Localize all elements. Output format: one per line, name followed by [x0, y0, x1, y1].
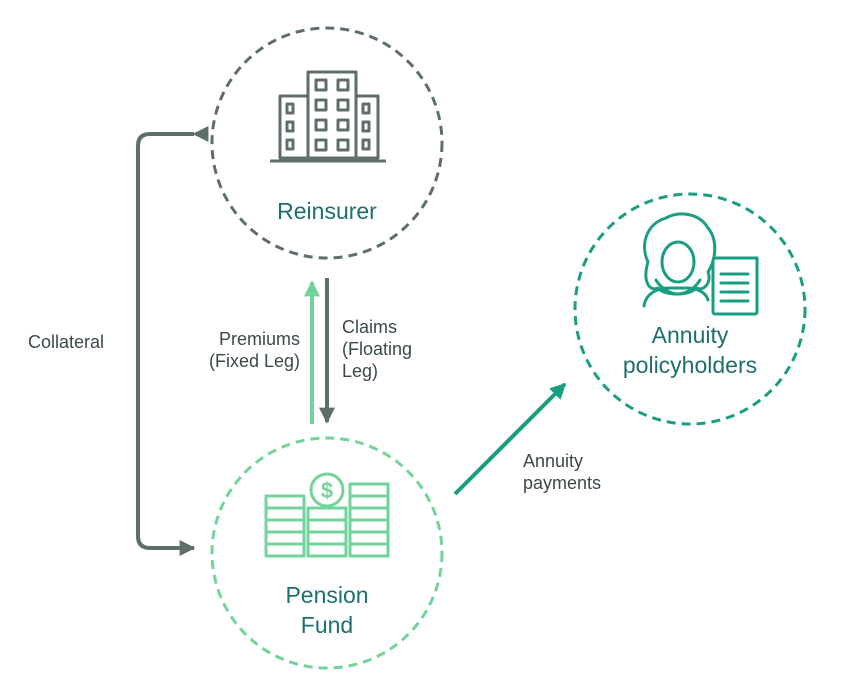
annuity-policyholders-circle [573, 192, 807, 426]
annuity-payments-line1: Annuity [523, 451, 584, 471]
claims-label: Claims (Floating Leg) [342, 316, 412, 382]
annuity-payments-label: Annuity payments [523, 450, 601, 494]
claims-line3: Leg) [342, 361, 379, 381]
reinsurer-label-text: Reinsurer [277, 198, 377, 224]
reinsurer-label: Reinsurer [227, 196, 427, 226]
person-with-document-icon [642, 212, 759, 316]
annuity-policyholders-label-line1: Annuity [651, 322, 729, 348]
collateral-label: Collateral [28, 331, 104, 353]
premiums-line1: Premiums [218, 329, 300, 349]
annuity-payments-line2: payments [523, 473, 602, 493]
pension-fund-label: Pension Fund [227, 580, 427, 640]
annuity-payments-arrow [453, 382, 567, 496]
dollar-coin-stacks-icon: $ [264, 472, 390, 558]
annuity-policyholders-label: Annuity policyholders [580, 320, 800, 380]
collateral-arrow [136, 126, 209, 556]
annuity-policyholders-label-line2: policyholders [622, 352, 758, 378]
collateral-text: Collateral [28, 332, 105, 352]
premiums-label: Premiums (Fixed Leg) [178, 328, 300, 372]
svg-text:$: $ [321, 478, 333, 503]
pension-fund-label-line1: Pension [285, 582, 369, 608]
office-building-icon [270, 70, 386, 163]
reinsurer-circle [210, 26, 444, 260]
claims-line2: (Floating [342, 339, 413, 359]
premiums-line2: (Fixed Leg) [208, 351, 300, 371]
claims-line1: Claims [342, 317, 398, 337]
pension-fund-label-line2: Fund [300, 612, 354, 638]
pension-fund-circle [210, 436, 444, 670]
